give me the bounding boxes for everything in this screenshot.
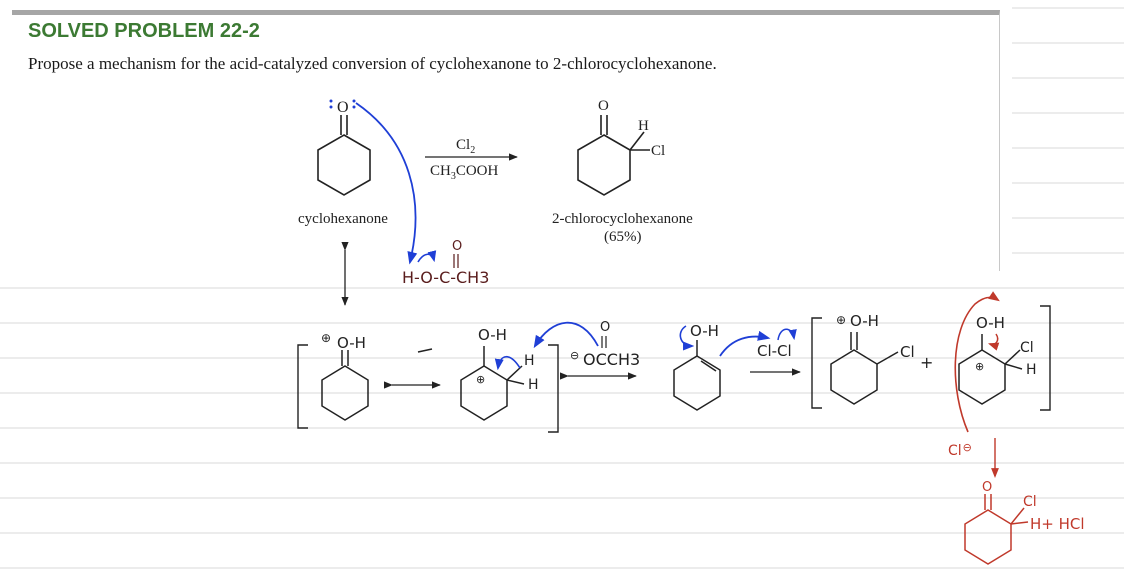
final-product-chlorine: Cl <box>1023 494 1037 510</box>
acetate-carbonyl-oxygen: O <box>600 320 610 335</box>
product-oxygen: O <box>598 98 609 114</box>
carbocation-charge: ⊕ <box>476 373 485 386</box>
acid-carbonyl-oxygen: O <box>452 239 462 254</box>
chloride-attack-arrow <box>954 291 1000 433</box>
cyclohexanone-structure <box>317 115 371 196</box>
chlorinated-oxonium-oh: O-H <box>850 312 879 330</box>
oh-break-arrow <box>988 333 1000 351</box>
product-name: 2-chlorocyclohexanone <box>552 211 693 227</box>
protonation-arrow <box>355 102 418 265</box>
plus-sign: + <box>920 353 933 372</box>
acetate-label: OCCH3 <box>583 350 640 369</box>
acetate-charge: ⊖ <box>570 349 579 362</box>
chlorinated-oxonium-charge: ⊕ <box>836 313 846 327</box>
carbocation-oh: O-H <box>478 326 507 344</box>
cl-cl-break-arrow <box>777 328 797 341</box>
enol-structure <box>673 340 721 411</box>
chlorinated-carbocation-oh: O-H <box>976 314 1005 332</box>
product-chlorine: Cl <box>651 143 665 159</box>
problem-prompt: Propose a mechanism for the acid-catalyz… <box>28 54 717 73</box>
chlorine-substituent-1: Cl <box>900 343 915 361</box>
oxonium-label: O-H <box>337 334 366 352</box>
textbook-panel <box>12 10 1000 271</box>
chlorinated-carbocation-structure <box>958 334 1023 405</box>
deprotonation-arrow <box>494 355 521 371</box>
chlorinated-carbocation-h: H <box>1026 362 1037 378</box>
chlorinated-oxonium-structure <box>830 332 899 405</box>
alpha-hydrogen-1: H <box>524 353 535 369</box>
pi-bond-attack-arrow <box>719 330 771 357</box>
final-product-h-hcl: H+ HCl <box>1030 515 1085 533</box>
carbocation-structure <box>460 346 525 421</box>
problem-heading: SOLVED PROBLEM 22-2 <box>28 20 260 42</box>
chlorocyclohexanone-structure <box>577 115 650 196</box>
final-product-structure <box>964 494 1029 565</box>
acetate-attack-arrow <box>533 321 599 349</box>
product-hydrogen: H <box>638 118 649 134</box>
oxonium-charge: ⊕ <box>321 331 331 345</box>
reactant-name: cyclohexanone <box>298 211 388 227</box>
oxygen-lone-pairs <box>329 99 356 109</box>
chlorine-substituent-2: Cl <box>1020 340 1034 356</box>
oh-bond-arrow <box>417 250 437 263</box>
product-yield: (65%) <box>604 229 642 245</box>
reagent-chlorine: Cl2 <box>456 137 475 156</box>
enol-lone-pair-arrow <box>679 325 695 351</box>
alpha-hydrogen-2: H <box>528 377 539 393</box>
reactant-oxygen: O <box>337 99 349 116</box>
chloride-ion: Cl⊖ <box>948 441 972 459</box>
chlorine-molecule: Cl-Cl <box>757 342 792 360</box>
acetic-acid-label: H-O-C-CH3 <box>402 268 489 287</box>
reagent-acetic-acid: CH3COOH <box>430 163 499 182</box>
final-product-oxygen: O <box>982 480 992 495</box>
enol-oh: O-H <box>690 322 719 340</box>
protonated-ketone-structure <box>321 350 369 421</box>
chlorinated-carbocation-charge: ⊕ <box>975 360 984 373</box>
